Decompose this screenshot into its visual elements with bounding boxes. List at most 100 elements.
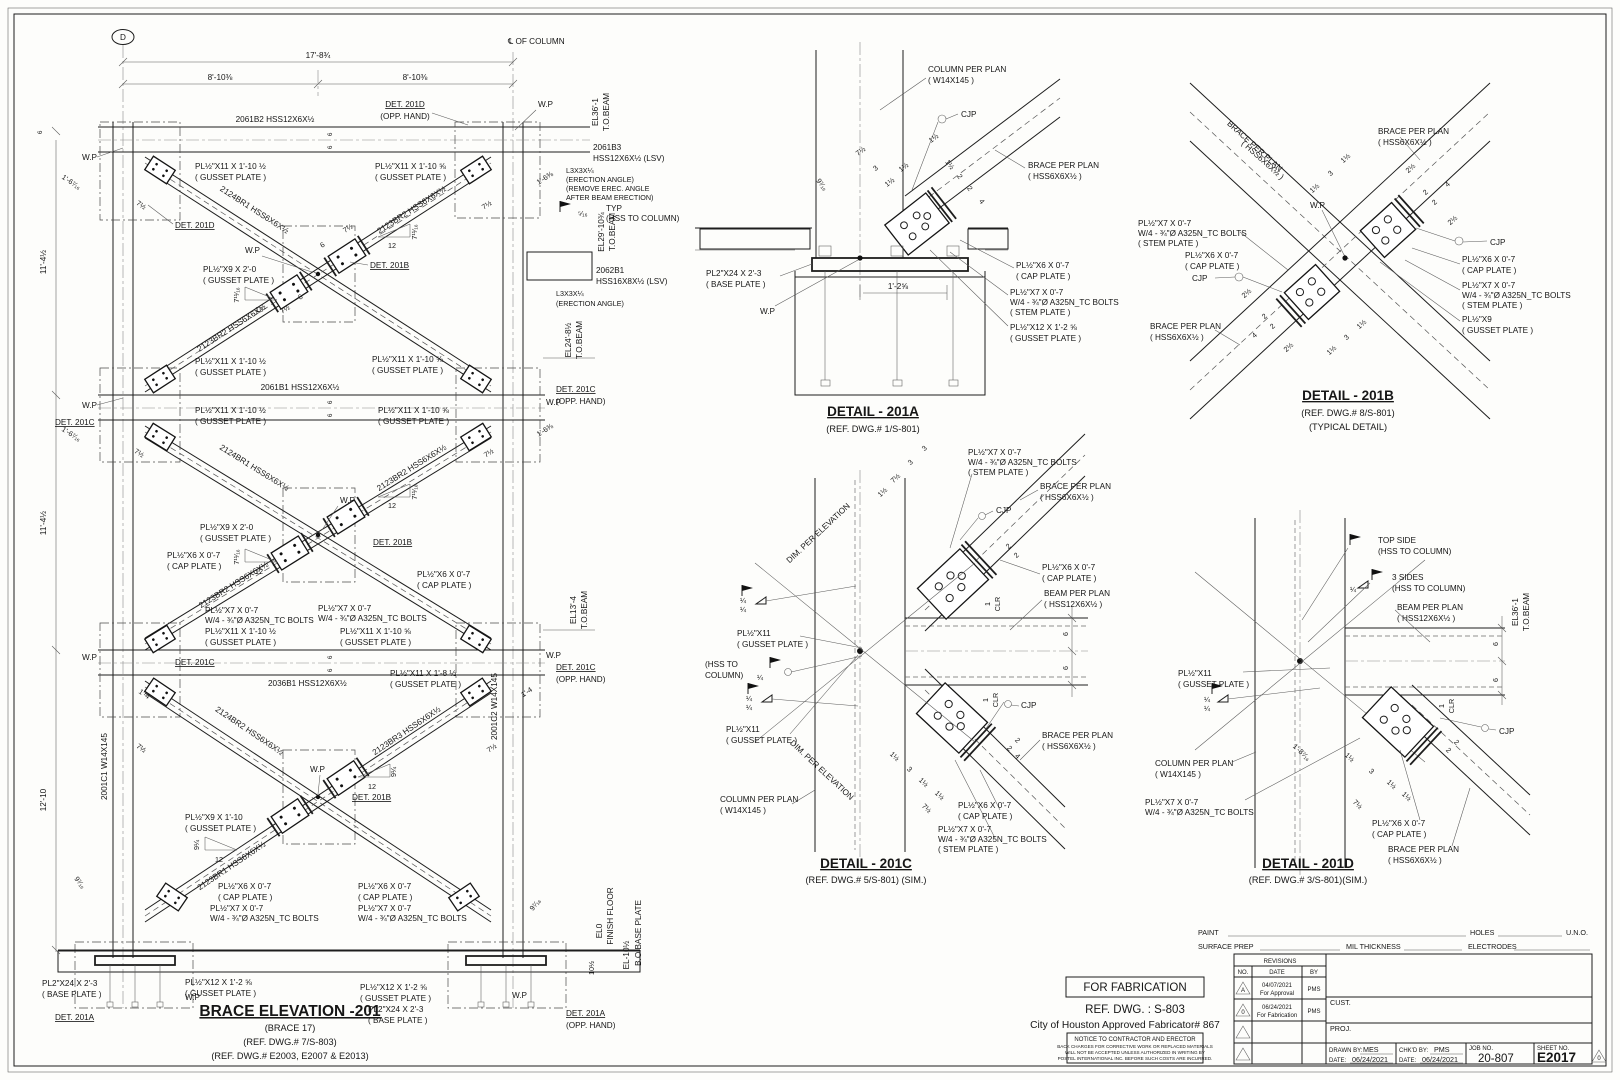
uno-label: U.N.O. [1566,928,1588,937]
svg-text:PL½"X7 X 0'-7: PL½"X7 X 0'-7 [1145,798,1199,807]
svg-text:PL2"X24 X 2'-3: PL2"X24 X 2'-3 [42,979,98,988]
svg-text:( CAP PLATE ): ( CAP PLATE ) [167,562,222,571]
svg-text:PL½"X9 X 1'-10: PL½"X9 X 1'-10 [185,813,243,822]
svg-text:( BASE PLATE ): ( BASE PLATE ) [42,990,102,999]
svg-text:( HSS6X6X½ ): ( HSS6X6X½ ) [1378,138,1432,147]
svg-text:BRACE PER PLAN: BRACE PER PLAN [1040,482,1111,491]
svg-text:9⁷⁄₁₆: 9⁷⁄₁₆ [814,177,829,193]
svg-text:CJP: CJP [1499,727,1515,736]
svg-text:( CAP PLATE ): ( CAP PLATE ) [417,581,472,590]
svg-text:PL½"X11 X 1'-10 ⅝: PL½"X11 X 1'-10 ⅝ [372,355,443,364]
svg-text:( HSS6X6X½ ): ( HSS6X6X½ ) [1150,333,1204,342]
svg-text:( W14X145 ): ( W14X145 ) [1155,770,1201,779]
svg-text:12: 12 [388,241,396,250]
svg-text:1'-6⁷⁄₁₆: 1'-6⁷⁄₁₆ [60,172,83,191]
detail-201b-labels: BRACE PER PLAN ( HSS6X6X½ ) BRACE PER PL… [1138,119,1571,357]
svg-text:2: 2 [1268,321,1277,330]
svg-text:COLUMN PER PLAN: COLUMN PER PLAN [720,795,798,804]
svg-text:T.O.BEAM: T.O.BEAM [575,321,584,359]
svg-text:DET. 201C: DET. 201C [55,418,95,427]
svg-text:6: 6 [1491,678,1500,682]
svg-text:PL½"X11 X 1'-10 ⅝: PL½"X11 X 1'-10 ⅝ [378,406,449,415]
svg-text:3 SIDES: 3 SIDES [1392,573,1424,582]
svg-text:( HSS6X6X½ ): ( HSS6X6X½ ) [1040,493,1094,502]
svg-text:TYP: TYP [606,204,622,213]
svg-text:1½: 1½ [1308,181,1321,194]
dim-right-bay: 8'-10⅜ [403,73,428,82]
bay2-height: 11'-4½ [39,511,48,535]
detail-201a-geometry [695,42,1061,396]
beam-top-label: 2061B2 HSS12X6X½ [236,115,315,124]
svg-text:2: 2 [1013,736,1022,745]
detail-201d: TOP SIDE (HSS TO COLUMN) 3 SIDES (HSS TO… [1145,510,1531,885]
svg-text:3: 3 [920,444,929,453]
elevation-subtitle1: (BRACE 17) [265,1023,316,1033]
mil-thickness-label: MIL THICKNESS [1346,942,1401,951]
svg-text:DIM. PER ELEVATION: DIM. PER ELEVATION [788,738,855,802]
svg-text:W/4 - ¾"Ø A325N_TC BOLTS: W/4 - ¾"Ø A325N_TC BOLTS [1462,291,1571,300]
svg-text:1½: 1½ [943,158,956,171]
svg-text:3: 3 [871,163,880,173]
svg-text:7½: 7½ [1351,797,1364,810]
svg-text:1½: 1½ [933,788,946,801]
svg-text:W.P: W.P [82,153,98,162]
svg-text:W/4 - ¾"Ø A325N_TC BOLTS: W/4 - ¾"Ø A325N_TC BOLTS [938,835,1047,844]
svg-text:20-807: 20-807 [1478,1053,1514,1065]
svg-text:7½: 7½ [480,198,493,211]
revision-row-empty2 [1235,1047,1251,1061]
svg-text:PL2"X24 X 2'-3: PL2"X24 X 2'-3 [706,269,762,278]
beam-web-dims: 6 6 6 6 6 6 6 [38,130,334,672]
notice-line3: POSTEL INTERNATIONAL INC. BEFORE SUCH CO… [1058,1056,1213,1061]
svg-text:¼: ¼ [1350,585,1357,594]
for-fabrication-stamp: FOR FABRICATION [1083,982,1186,994]
svg-text:1½: 1½ [927,131,940,144]
svg-text:PL½"X11 X 1'-10 ½: PL½"X11 X 1'-10 ½ [195,406,266,415]
svg-text:9⁷⁄₁₆: 9⁷⁄₁₆ [72,875,87,891]
svg-text:BRACE PER PLAN: BRACE PER PLAN [1150,322,1221,331]
svg-text:BRACE PER PLAN: BRACE PER PLAN [1042,731,1113,740]
svg-text:PL½"X7 X 0'-7: PL½"X7 X 0'-7 [1138,219,1192,228]
svg-text:(HSS TO COLUMN): (HSS TO COLUMN) [1378,547,1452,556]
svg-text:7¹¹⁄₁₆: 7¹¹⁄₁₆ [410,224,419,239]
revision-row-0: 0 06/24/2021 For Fabrication PMS [1235,1003,1321,1019]
svg-text:1½: 1½ [883,175,896,188]
svg-text:1'-6⅜: 1'-6⅜ [535,169,556,187]
svg-text:6: 6 [318,240,326,250]
svg-text:6: 6 [328,655,334,659]
columns [112,122,524,958]
svg-text:DIM. PER ELEVATION: DIM. PER ELEVATION [785,501,852,565]
svg-text:( STEM PLATE ): ( STEM PLATE ) [1138,239,1199,248]
svg-text:AFTER BEAM ERECTION): AFTER BEAM ERECTION) [566,193,653,202]
detail-201a-ref: (REF. DWG.# 1/S-801) [826,424,919,434]
svg-text:06/24/2021: 06/24/2021 [1262,1005,1293,1011]
svg-text:FINISH FLOOR: FINISH FLOOR [606,887,615,944]
svg-text:PL½"X7 X 0'-7: PL½"X7 X 0'-7 [205,606,259,615]
detail-boundary-boxes [74,121,567,1009]
svg-text:PL½"X11 X 1'-10 ½: PL½"X11 X 1'-10 ½ [195,357,266,366]
title-block: PAINT HOLES U.N.O. SURFACE PREP MIL THIC… [1198,928,1607,1065]
detail-201d-title: DETAIL - 201D [1262,856,1354,871]
svg-text:SHEET NO.: SHEET NO. [1537,1046,1570,1052]
svg-text:( BASE PLATE ): ( BASE PLATE ) [706,280,766,289]
svg-text:( W14X145 ): ( W14X145 ) [720,806,766,815]
svg-text:0: 0 [1241,1010,1245,1016]
svg-text:( CAP PLATE ): ( CAP PLATE ) [218,893,273,902]
svg-text:2½: 2½ [1240,286,1253,299]
svg-text:( GUSSET PLATE ): ( GUSSET PLATE ) [195,417,266,426]
svg-text:DRAWN BY:: DRAWN BY: [1329,1048,1363,1054]
svg-text:BRACE PER PLAN: BRACE PER PLAN [1028,161,1099,170]
svg-text:CJP: CJP [1490,238,1506,247]
svg-text:DET. 201B: DET. 201B [352,793,392,802]
svg-text:PL½"X11: PL½"X11 [726,725,760,734]
svg-text:DET. 201A: DET. 201A [55,1013,95,1022]
detail-201d-ref: (REF. DWG.# 3/S-801)(SIM.) [1249,875,1367,885]
svg-text:W.P: W.P [245,246,261,255]
grid-lines [111,29,514,1008]
svg-text:6: 6 [1491,642,1500,646]
svg-text:CHK'D BY:: CHK'D BY: [1399,1048,1428,1054]
beam-mid-label: 2061B1 HSS12X6X½ [261,383,340,392]
svg-text:W.P: W.P [1310,201,1326,210]
rev-date-header: DATE [1269,970,1285,976]
svg-text:10½: 10½ [587,961,596,975]
svg-text:1½: 1½ [1325,343,1338,356]
